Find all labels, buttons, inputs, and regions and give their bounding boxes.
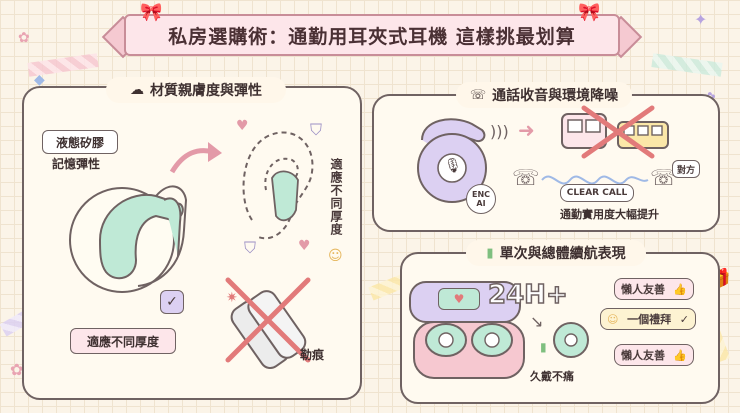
heart-icon: ♥: [298, 238, 311, 254]
diamond-icon: ◆: [34, 72, 45, 88]
phone-icon: ☏: [469, 87, 487, 103]
sparkle-icon: ✦: [694, 10, 708, 29]
smile-icon: ☺: [328, 248, 343, 264]
earbud-purple-illustration: [417, 118, 487, 203]
ear-illustration: [242, 131, 314, 240]
train-bus-crossed-illustration: [561, 105, 669, 159]
battery-indicator: ♥: [438, 288, 480, 310]
silicone-label: 液態矽膠: [42, 130, 118, 154]
battery-title-text: 單次與總體續航表現: [499, 246, 626, 262]
bad-clip-illustration: [225, 277, 311, 370]
comfort-label: 久戴不痛: [530, 370, 574, 383]
earbud-mint-illustration: [553, 322, 589, 358]
check-icon: ✓: [679, 312, 689, 326]
bow-right-icon: 🎀: [578, 2, 601, 23]
call-panel-title: ☏ 通話收音與環境降噪: [456, 82, 632, 108]
fit-vertical-label: 適應不同厚度: [329, 158, 343, 236]
lazy-text-1: 懶人友善: [621, 283, 665, 296]
flower-icon: ✿: [18, 30, 30, 46]
page-title: 私房選購術：通勤用耳夾式耳機 這樣挑最划算: [124, 14, 620, 56]
battery-label: 24H+: [487, 279, 568, 311]
heart-icon: ♥: [236, 118, 249, 134]
sound-wave-icon: ))): [490, 122, 509, 141]
other-party-badge: 對方: [672, 160, 700, 178]
cloud-icon: ☁: [130, 82, 144, 98]
mark-label: 勒痕: [300, 348, 325, 362]
thumbs-up-icon: 👍: [673, 348, 687, 362]
flower-icon: ✿: [10, 360, 24, 379]
battery-icon: ▮: [486, 245, 494, 261]
thumbs-up-icon: 👍: [673, 282, 687, 296]
lazy-tag-2: 懶人友善 👍: [614, 344, 694, 366]
shield-icon: ⛉: [244, 238, 257, 257]
phone-icon: ☏: [512, 166, 540, 191]
battery-small-icon: ▮: [540, 340, 547, 354]
enc-badge: ENC AI: [466, 184, 496, 214]
anger-icon: ✷: [226, 290, 238, 306]
earbud-illustration: [69, 185, 188, 293]
bow-left-icon: 🎀: [140, 2, 163, 23]
check-icon: ✓: [160, 290, 184, 314]
elasticity-label: 記憶彈性: [52, 157, 101, 171]
call-caption: 通勤實用度大幅提升: [560, 208, 659, 221]
shield-icon: ⛉: [310, 120, 323, 139]
charging-case-illustration: [409, 281, 525, 379]
call-wave: [541, 175, 649, 185]
battery-panel-title: ▮ 單次與總體續航表現: [466, 240, 646, 266]
washi-tape-top-right: [651, 53, 723, 77]
arrow-icon: ➜: [518, 118, 535, 142]
lazy-text-2: 懶人友善: [621, 349, 665, 362]
material-title-text: 材質親膚度與彈性: [150, 83, 262, 99]
smile-icon: ☺: [607, 312, 619, 326]
week-text: 一個禮拜: [627, 313, 672, 326]
fit-bottom-label: 適應不同厚度: [70, 328, 176, 354]
material-panel-title: ☁ 材質親膚度與彈性: [106, 77, 286, 103]
arrow-icon: ↘: [530, 312, 544, 331]
clear-call-badge: CLEAR CALL: [560, 184, 634, 202]
week-tag: ☺ 一個禮拜 ✓: [600, 308, 696, 330]
arrow-icon: [169, 142, 222, 174]
mic-icon: 🎙: [444, 158, 462, 174]
lazy-tag-1: 懶人友善 👍: [614, 278, 694, 300]
call-title-text: 通話收音與環境降噪: [492, 88, 619, 104]
